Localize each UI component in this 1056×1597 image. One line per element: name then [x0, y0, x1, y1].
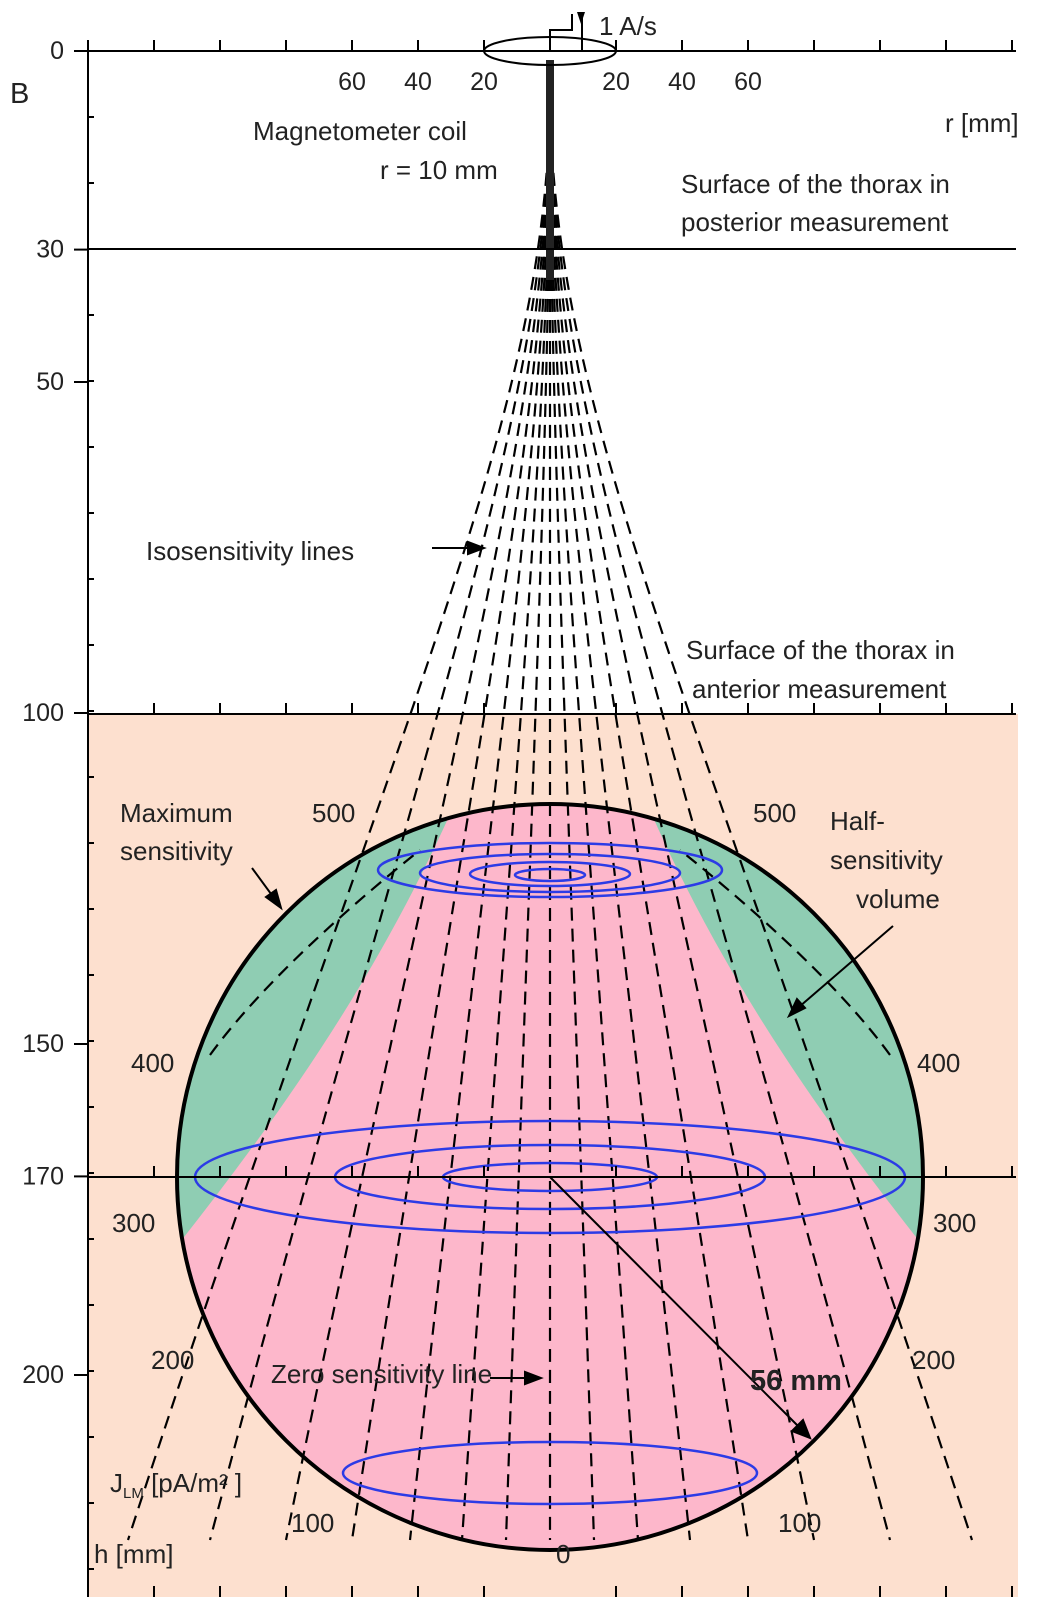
jlm-label-unit: [pA/m² ] [144, 1468, 242, 1498]
coil-label-line2: r = 10 mm [380, 155, 498, 185]
sens-right-100: 100 [778, 1508, 821, 1538]
r-tick-label: 40 [668, 68, 696, 96]
sens-right-500: 500 [753, 798, 796, 828]
isosensitivity-line [548, 109, 692, 1541]
magnetometer-coil [483, 12, 617, 66]
surface-anterior-label-1: Surface of the thorax in [686, 635, 955, 665]
radius-arrow-icon [549, 1176, 798, 1426]
current-arrow-icon [577, 12, 585, 24]
r-tick-label: 60 [734, 68, 762, 96]
surface-posterior-label-1: Surface of the thorax in [681, 169, 950, 199]
half-sensitivity-label-3: volume [856, 884, 940, 914]
isosensitivity-line [460, 109, 552, 1541]
h-tick-label: 100 [22, 699, 64, 727]
jlm-label-sub: LM [123, 1485, 144, 1502]
half-sensitivity-label-2: sensitivity [830, 845, 943, 875]
tick-labels: 0 30 50 100 150 170 200 60 40 20 20 40 60 [22, 37, 762, 1389]
isosensitivity-line [208, 109, 552, 1541]
coil-label-line1: Magnetometer coil [253, 116, 467, 146]
current-loop [418, 852, 682, 894]
pointer-arrows [251, 540, 894, 1440]
isosensitivity-line [408, 109, 552, 1541]
r-tick-label: 20 [470, 68, 498, 96]
isosensitivity-line [126, 109, 552, 1541]
h-tick-label: 50 [36, 368, 64, 396]
h-tick-label: 150 [22, 1030, 64, 1058]
r-axis-label: r [mm] [945, 108, 1019, 138]
half-sensitivity-arrow-icon [798, 925, 894, 1008]
sens-left-200: 200 [151, 1345, 194, 1375]
axis-ticks [74, 40, 1013, 1597]
zero-sensitivity-label: Zero sensitivity line [271, 1359, 492, 1389]
sens-left-100: 100 [291, 1508, 334, 1538]
h-tick-label: 30 [36, 236, 64, 264]
r-tick-label: 40 [404, 68, 432, 96]
jlm-label: JLM [pA/m² ] [110, 1468, 242, 1502]
current-loop [376, 841, 724, 899]
coil-bundle [546, 60, 554, 280]
current-loop [341, 1440, 759, 1506]
sens-left-300: 300 [112, 1208, 155, 1238]
sens-right-300: 300 [933, 1208, 976, 1238]
current-loop [468, 860, 632, 888]
surface-anterior-label-2: anterior measurement [692, 674, 947, 704]
panel-label: B [10, 78, 29, 110]
current-loop [513, 867, 587, 883]
current-label: 1 A/s [599, 11, 657, 41]
sens-left-400: 400 [131, 1048, 174, 1078]
isosensitivity-line [548, 109, 892, 1541]
h-axis-label: h [mm] [94, 1539, 173, 1569]
isosensitivity-line [350, 109, 552, 1541]
r-tick-label: 20 [602, 68, 630, 96]
isosensitivity-line [209, 849, 421, 1056]
sens-left-500: 500 [312, 798, 355, 828]
isosensitivity-line [679, 849, 891, 1056]
surface-posterior-label-2: posterior measurement [681, 207, 949, 237]
h-tick-label: 200 [22, 1361, 64, 1389]
r-tick-label: 60 [338, 68, 366, 96]
h-tick-label: 170 [22, 1162, 64, 1190]
isosensitivity-label: Isosensitivity lines [146, 536, 354, 566]
isosensitivity-line [548, 109, 640, 1541]
jlm-label-main: J [110, 1468, 123, 1498]
sens-right-400: 400 [917, 1048, 960, 1078]
isosensitivity-line [284, 109, 552, 1541]
isosensitivity-line [548, 109, 974, 1541]
isosensitivity-line [548, 109, 816, 1541]
radius-label: 56 mm [750, 1365, 842, 1397]
half-sensitivity-label-1: Half- [830, 806, 885, 836]
axes [87, 50, 1016, 1597]
isosensitivity-lines [126, 60, 974, 1541]
h-tick-label: 0 [50, 37, 64, 65]
coil-lead [549, 14, 583, 51]
sens-right-200: 200 [912, 1345, 955, 1375]
max-sensitivity-label-2: sensitivity [120, 836, 233, 866]
sens-bottom-0: 0 [556, 1539, 570, 1569]
max-sensitivity-label-1: Maximum [120, 798, 233, 828]
isosensitivity-line [548, 109, 750, 1541]
